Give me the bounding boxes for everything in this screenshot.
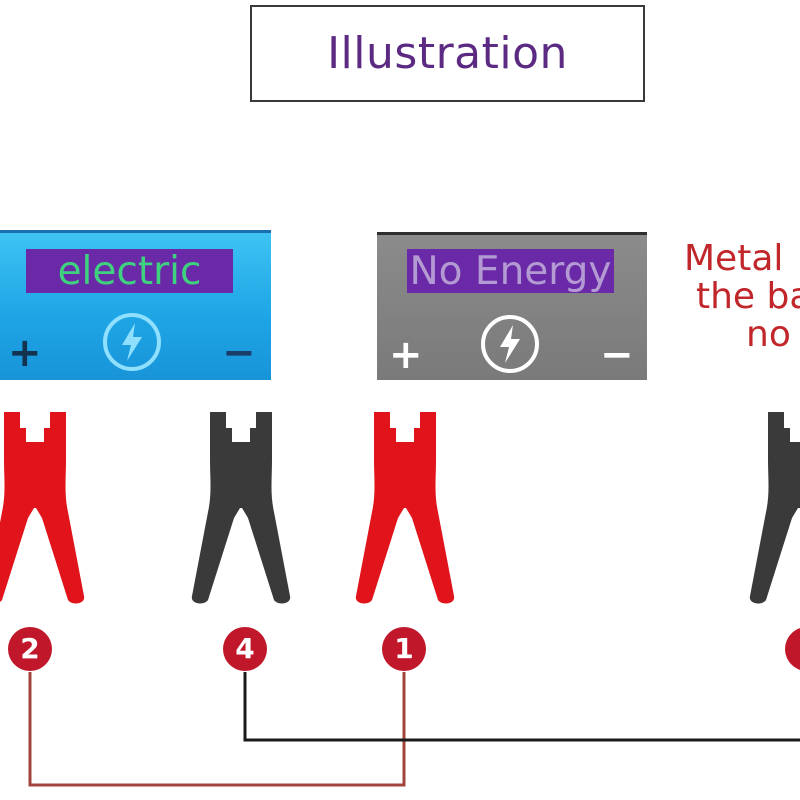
battery-charged: electric + − [0, 230, 271, 380]
step-badge [784, 626, 800, 672]
step-badge: 4 [222, 626, 268, 672]
black-clamp-icon [191, 412, 291, 604]
red-clamp-icon [0, 412, 85, 604]
lightning-bolt-icon [481, 315, 539, 373]
battery-empty-negative-terminal: − [600, 332, 634, 378]
step-badge-number: 1 [394, 632, 414, 665]
red-clamp-icon [355, 412, 455, 604]
battery-charged-display: electric [26, 249, 233, 293]
warning-note-line: no [746, 313, 791, 355]
warning-note: Metal the ba no [668, 240, 800, 353]
red-wire [28, 672, 406, 787]
battery-empty: No Energy + − [377, 232, 647, 380]
step-badge-number: 2 [20, 632, 40, 665]
battery-empty-display: No Energy [407, 249, 614, 293]
black-clamp-icon [749, 412, 800, 604]
warning-note-line: Metal [684, 238, 784, 279]
battery-charged-negative-terminal: − [222, 330, 256, 376]
page-title: Illustration [327, 28, 568, 79]
step-badge: 2 [7, 626, 53, 672]
step-badge: 1 [381, 626, 427, 672]
black-wire [243, 672, 800, 742]
battery-charged-positive-terminal: + [8, 330, 42, 376]
warning-note-line: the ba [696, 275, 800, 317]
lightning-bolt-icon [103, 313, 161, 371]
step-badge-number: 4 [235, 632, 255, 665]
battery-empty-positive-terminal: + [389, 332, 423, 378]
title-box: Illustration [250, 5, 645, 102]
